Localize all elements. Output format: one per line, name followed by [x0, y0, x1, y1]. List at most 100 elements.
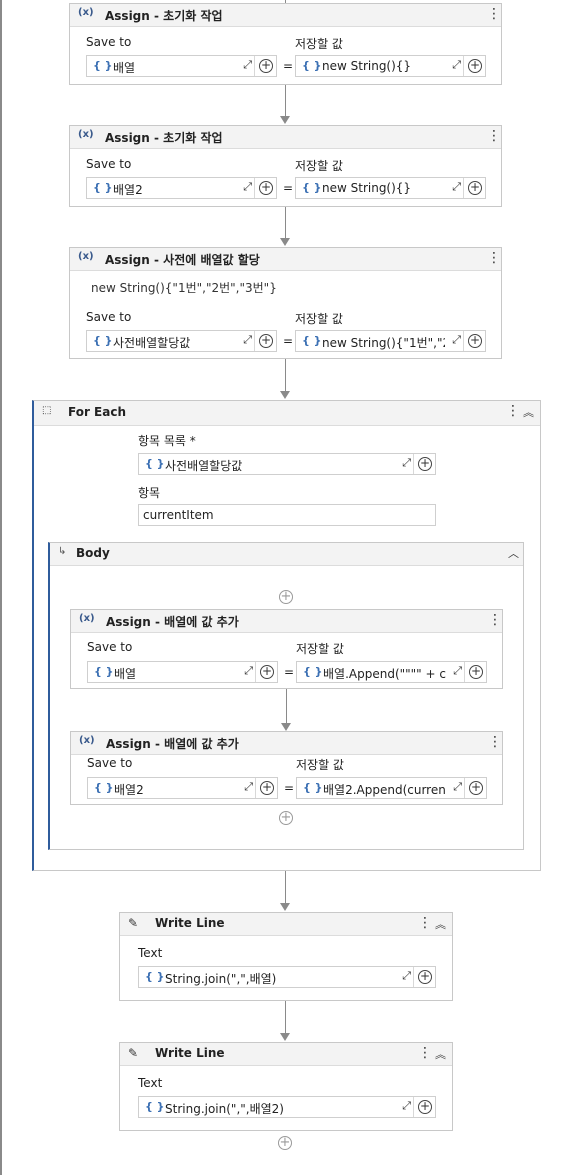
activity-title: For Each: [68, 405, 127, 419]
items-list-field[interactable]: { } 사전배열할당값 ⤢ +: [138, 453, 436, 475]
activity-header: ✎ Write Line ⋮ ︽: [120, 1043, 452, 1066]
for-each-icon: ⬚: [42, 405, 52, 416]
more-options-icon[interactable]: ⋮: [418, 1045, 432, 1061]
save-to-field[interactable]: { } 배열 ⤢ +: [87, 661, 278, 683]
expand-editor-icon[interactable]: ⤢: [452, 58, 461, 71]
for-each-activity[interactable]: ⬚ For Each ⋮ ︽ 항목 목록 * { } 사전배열할당값 ⤢ + 항…: [32, 400, 541, 871]
save-to-label: Save to: [86, 35, 132, 49]
more-options-icon[interactable]: ⋮: [487, 6, 501, 22]
collapse-icon[interactable]: ︽: [435, 1048, 446, 1061]
expand-editor-icon[interactable]: ⤢: [402, 969, 411, 982]
expand-editor-icon[interactable]: ⤢: [453, 780, 462, 793]
add-variable-icon[interactable]: +: [259, 58, 273, 73]
save-to-field[interactable]: { } 배열2 ⤢ +: [86, 177, 277, 199]
expression-brace-icon: { }: [302, 181, 322, 194]
text-field[interactable]: { } String.join(",",배열) ⤢ +: [138, 966, 436, 988]
expand-editor-icon[interactable]: ⤢: [402, 456, 411, 469]
add-variable-icon[interactable]: +: [259, 333, 273, 348]
expand-editor-icon[interactable]: ⤢: [244, 664, 253, 677]
chevron-up-icon[interactable]: ︿: [508, 547, 519, 560]
equals-sign: =: [284, 781, 295, 795]
activity-title: Write Line: [155, 916, 225, 930]
add-variable-icon[interactable]: +: [418, 456, 432, 471]
field-separator: [255, 662, 256, 682]
expand-editor-icon[interactable]: ⤢: [244, 780, 253, 793]
more-options-icon[interactable]: ⋮: [487, 250, 501, 266]
save-to-field[interactable]: { } 사전배열할당값 ⤢ +: [86, 330, 277, 352]
add-activity-icon[interactable]: +: [279, 810, 293, 825]
add-variable-icon[interactable]: +: [259, 180, 273, 195]
expand-editor-icon[interactable]: ⤢: [452, 333, 461, 346]
body-branch-icon: ↳: [58, 546, 67, 557]
expand-editor-icon[interactable]: ⤢: [452, 180, 461, 193]
connector-arrow-icon: [280, 903, 290, 911]
add-variable-icon[interactable]: +: [468, 180, 482, 195]
save-to-label: Save to: [86, 310, 132, 324]
assign-activity-init-2[interactable]: (x) Assign - 초기화 작업 ⋮ Save to 저장할 값 { } …: [69, 125, 502, 207]
value-field[interactable]: { } new String(){} ⤢ +: [295, 177, 486, 199]
save-to-value: 배열2: [114, 783, 144, 797]
expression-brace-icon: { }: [303, 665, 323, 678]
expand-editor-icon[interactable]: ⤢: [243, 333, 252, 346]
expand-editor-icon[interactable]: ⤢: [402, 1099, 411, 1112]
add-variable-icon[interactable]: +: [418, 1099, 432, 1114]
add-variable-icon[interactable]: +: [469, 664, 483, 679]
write-line-activity-1[interactable]: ✎ Write Line ⋮ ︽ Text { } String.join(",…: [119, 912, 453, 1001]
add-variable-icon[interactable]: +: [418, 969, 432, 984]
item-label: 항목: [138, 486, 161, 500]
write-line-activity-2[interactable]: ✎ Write Line ⋮ ︽ Text { } String.join(",…: [119, 1042, 453, 1131]
add-activity-icon[interactable]: +: [278, 1135, 292, 1150]
add-variable-icon[interactable]: +: [468, 333, 482, 348]
assign-activity-append-2[interactable]: (x) Assign - 배열에 값 추가 ⋮ Save to 저장할 값 { …: [70, 731, 503, 805]
add-variable-icon[interactable]: +: [468, 58, 482, 73]
items-list-label: 항목 목록 *: [138, 434, 196, 448]
more-options-icon[interactable]: ⋮: [488, 612, 502, 628]
add-variable-icon[interactable]: +: [260, 664, 274, 679]
connector-line: [285, 85, 286, 116]
value-field[interactable]: { } new String(){} ⤢ +: [295, 55, 486, 77]
connector-line: [285, 871, 286, 903]
more-options-icon[interactable]: ⋮: [487, 128, 501, 144]
activity-title: Assign - 초기화 작업: [105, 131, 223, 145]
add-variable-icon[interactable]: +: [469, 780, 483, 795]
save-to-label: Save to: [86, 157, 132, 171]
assign-icon: (x): [79, 735, 95, 746]
expand-editor-icon[interactable]: ⤢: [243, 58, 252, 71]
value-field[interactable]: { } new String(){"1번","2번" ⤢ +: [295, 330, 486, 352]
item-name-input[interactable]: currentItem: [138, 504, 436, 526]
collapse-icon[interactable]: ︽: [523, 406, 534, 419]
assign-activity-init-1[interactable]: (x) Assign - 초기화 작업 ⋮ Save to 저장할 값 { } …: [69, 3, 502, 85]
field-separator: [255, 778, 256, 798]
expression-brace-icon: { }: [94, 665, 114, 678]
value-expression: 배열2.Append(current: [323, 783, 446, 797]
expression-brace-icon: { }: [145, 457, 165, 470]
expression-brace-icon: { }: [93, 181, 113, 194]
expand-editor-icon[interactable]: ⤢: [243, 180, 252, 193]
connector-arrow-icon: [280, 116, 290, 124]
expand-editor-icon[interactable]: ⤢: [453, 664, 462, 677]
more-options-icon[interactable]: ⋮: [418, 915, 432, 931]
value-field[interactable]: { } 배열.Append("""" + cur ⤢ +: [296, 661, 487, 683]
more-options-icon[interactable]: ⋮: [506, 403, 520, 419]
text-field[interactable]: { } String.join(",",배열2) ⤢ +: [138, 1096, 436, 1118]
value-field[interactable]: { } 배열2.Append(current ⤢ +: [296, 777, 487, 799]
text-expression: String.join(",",배열2): [165, 1102, 284, 1116]
add-variable-icon[interactable]: +: [260, 780, 274, 795]
assign-activity-append-1[interactable]: (x) Assign - 배열에 값 추가 ⋮ Save to 저장할 값 { …: [70, 609, 503, 689]
field-separator: [463, 56, 464, 76]
item-name-value: currentItem: [143, 508, 214, 522]
save-to-field[interactable]: { } 배열2 ⤢ +: [87, 777, 278, 799]
equals-sign: =: [283, 181, 294, 195]
collapse-icon[interactable]: ︽: [435, 918, 446, 931]
body-header: ↳ Body ︿: [50, 543, 523, 566]
field-separator: [463, 178, 464, 198]
add-activity-icon[interactable]: +: [279, 589, 293, 604]
assign-activity-preset-array[interactable]: (x) Assign - 사전에 배열값 할당 ⋮ new String(){"…: [69, 247, 502, 359]
activity-header: (x) Assign - 초기화 작업 ⋮: [70, 126, 501, 149]
save-to-field[interactable]: { } 배열 ⤢ +: [86, 55, 277, 77]
activity-title: Assign - 배열에 값 추가: [106, 737, 239, 751]
more-options-icon[interactable]: ⋮: [488, 734, 502, 750]
activity-header: (x) Assign - 배열에 값 추가 ⋮: [71, 610, 502, 633]
body-container[interactable]: ↳ Body ︿ + (x) Assign - 배열에 값 추가 ⋮ Save …: [48, 542, 524, 850]
